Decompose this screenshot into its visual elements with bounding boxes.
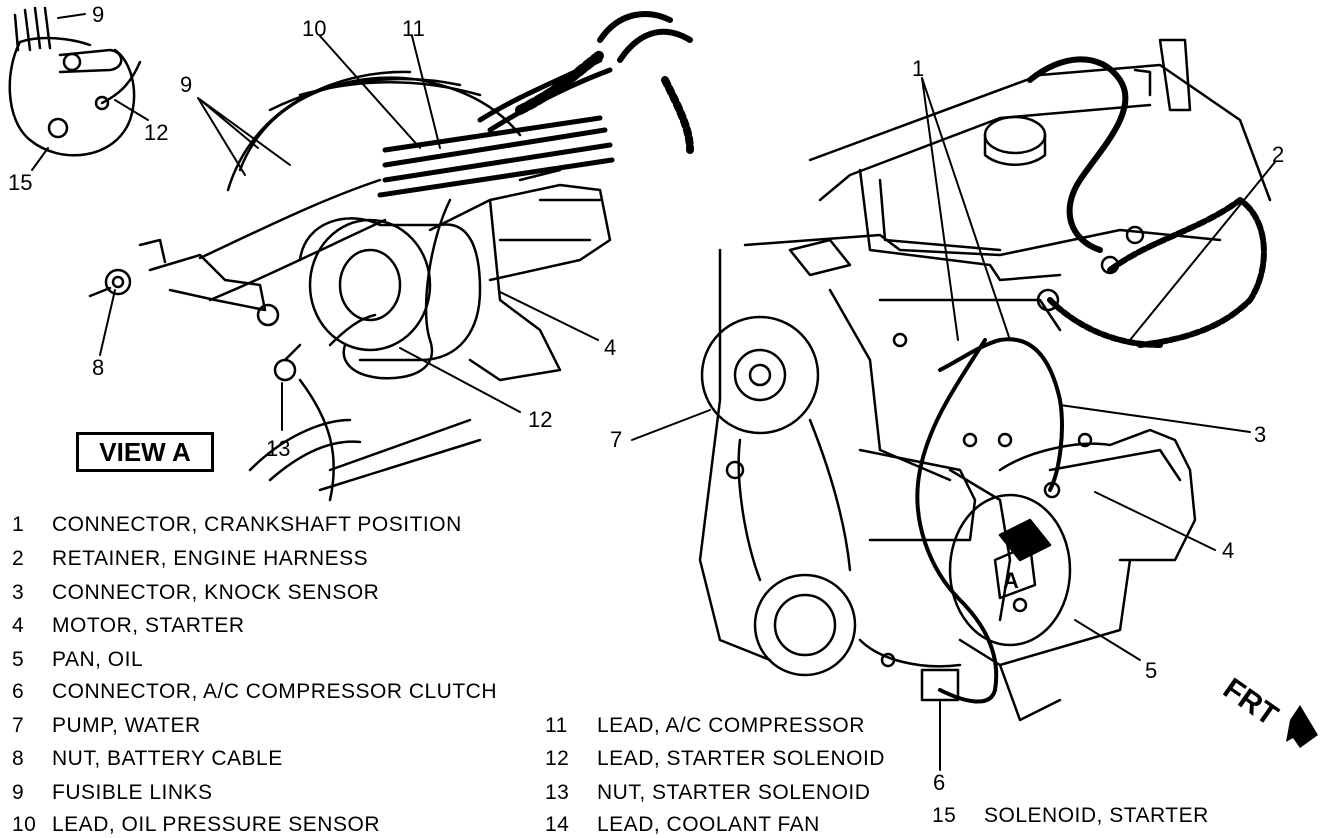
inset-a-marker: A xyxy=(1003,568,1019,593)
callout-4-right: 4 xyxy=(1222,538,1234,563)
callout-2: 2 xyxy=(1272,142,1284,167)
view-a-starter-drawing xyxy=(88,11,694,502)
callout-10: 10 xyxy=(302,16,326,41)
callout-9-inset: 9 xyxy=(92,2,104,27)
leader-lines xyxy=(31,13,1276,771)
callout-7: 7 xyxy=(610,427,622,452)
callout-12-inset: 12 xyxy=(144,120,168,145)
callout-6: 6 xyxy=(933,770,945,795)
view-a-label: VIEW A xyxy=(76,432,214,472)
callout-15-inset: 15 xyxy=(8,170,32,195)
callout-13: 13 xyxy=(266,436,290,461)
callout-1: 1 xyxy=(912,56,924,81)
front-arrow-icon xyxy=(1286,705,1318,748)
callout-11: 11 xyxy=(402,16,425,41)
callout-8: 8 xyxy=(92,355,104,380)
callout-3: 3 xyxy=(1254,422,1266,447)
engine-main-drawing xyxy=(698,38,1272,722)
callout-4-left: 4 xyxy=(604,335,616,360)
callout-12: 12 xyxy=(528,407,552,432)
solenoid-inset-drawing xyxy=(8,6,142,157)
callout-5: 5 xyxy=(1145,658,1157,683)
callout-9: 9 xyxy=(180,72,192,97)
